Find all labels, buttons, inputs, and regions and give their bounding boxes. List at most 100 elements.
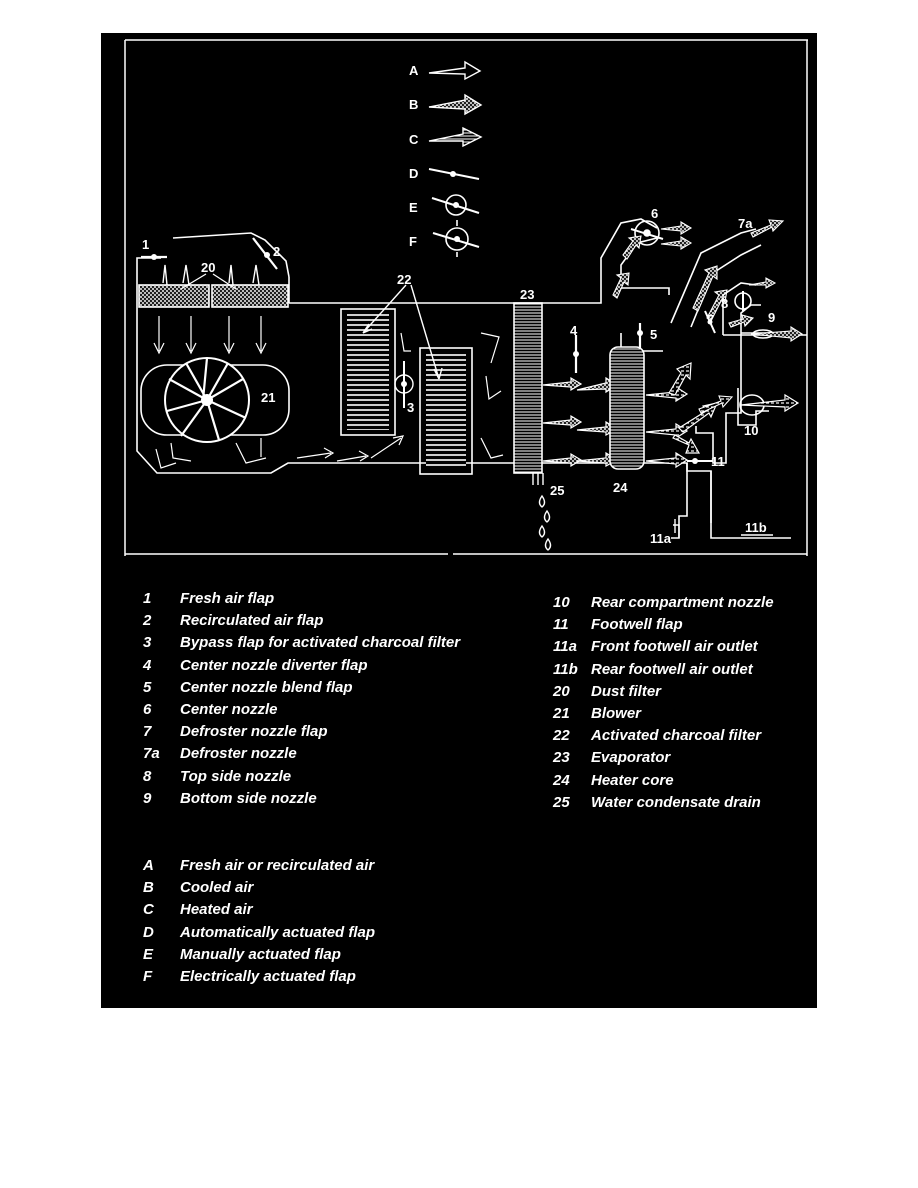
legend-number: 11a [553,638,577,656]
callout-10: 10 [744,423,758,438]
legend-row: 7a Defroster nozzle [139,743,460,765]
symbol-key: A B C D E F [409,63,419,249]
symbol-key-c: C [409,132,419,147]
legend-label: Center nozzle [180,701,278,719]
legend-number: 3 [143,634,152,652]
legend-label: Footwell flap [591,616,683,634]
legend-label: Evaporator [591,749,671,767]
rear-nozzle-air-arrow [698,395,734,414]
legend-label: Bypass flap for activated charcoal filte… [180,634,461,652]
legend-number: 5 [143,678,152,696]
legend-symbol-key: C [143,901,154,919]
mid-flow-arrows [296,332,504,462]
symbol-key-a: A [409,63,419,78]
callout-1: 1 [142,237,149,252]
charcoal-filter-22b [419,347,473,475]
callout-22: 22 [397,272,411,287]
recirculated-air-flap-2 [252,237,278,270]
evaporator-23 [513,302,543,474]
legend-number: 8 [143,767,152,785]
legend-label: Manually actuated flap [180,945,341,963]
legend-label: Cooled air [180,879,254,897]
legend-label: Fresh air flap [180,590,275,607]
callout-9: 9 [768,310,775,325]
legend-row: 11b Rear footwell air outlet [553,659,774,681]
top-side-nozzle-8 [722,282,761,335]
electric-flap-icon [432,220,480,257]
callout-5: 5 [650,327,657,342]
legend-number: 11b [553,660,578,678]
callout-20: 20 [201,260,215,275]
charcoal-filter-22a [340,308,396,436]
cooled-arrow-icon [428,93,483,116]
outline-arrow-icon [428,60,482,81]
intake-flow-arrows [153,316,267,469]
symbol-key-f: F [409,234,417,249]
callout-25: 25 [550,483,564,498]
callout-22-leaders [362,284,443,380]
legend-number: 6 [143,701,152,719]
cooled-air-arrows [542,376,619,468]
callout-8: 8 [721,296,728,311]
callout-11a: 11a [650,531,672,546]
legend-number: 24 [553,771,570,789]
defroster-nozzle-flap-7 [704,310,716,334]
callout-2: 2 [273,244,280,259]
callout-11: 11 [711,454,725,469]
legend-number: 7a [143,745,160,763]
blower-21 [140,357,290,443]
legend-label: Defroster nozzle [180,745,297,763]
diagram-frame [124,39,808,556]
heated-air-arrows [645,362,719,469]
callout-3: 3 [407,400,414,415]
legend-label: Electrically actuated flap [180,968,356,986]
water-condensate-drain-25 [532,473,552,551]
legend-number: 7 [143,723,152,741]
dust-filter-20 [138,264,289,308]
legend-label: Heater core [591,771,674,789]
legend-label: Bottom side nozzle [180,789,317,807]
legend-number: 20 [553,682,570,700]
legend-label: Front footwell air outlet [591,638,758,656]
legend-row: 24 Heater core [553,770,774,792]
bypass-flap-3 [394,361,414,408]
legend-row: 3 Bypass flap for activated charcoal filt… [139,632,460,654]
legend-label: Recirculated air flap [180,612,324,630]
legend-label: Rear footwell air outlet [591,660,753,678]
center-nozzle-diverter-flap-4 [573,335,579,373]
legend-row: F Electrically actuated flap [139,966,375,988]
legend-label: Rear compartment nozzle [591,594,774,611]
top-side-air-arrows [728,277,777,328]
defroster-air-arrows [692,219,785,322]
callout-21: 21 [261,390,275,405]
legend-symbol-key: A [143,857,154,874]
symbol-key-b: B [409,97,418,112]
legend-label: Defroster nozzle flap [180,723,328,741]
legend-label: Water condensate drain [591,793,761,811]
legend-label: Top side nozzle [180,767,292,785]
callout-7a: 7a [738,216,753,231]
callout-6: 6 [651,206,658,221]
center-nozzle-blend-flap-5 [637,323,643,348]
fresh-air-flap-1 [141,254,167,260]
legend-label: Blower [591,705,642,723]
legend-symbol-key: F [143,968,153,986]
callout-20-leaders [180,273,237,290]
callout-7: 7 [707,312,714,327]
legend-symbol-key: E [143,945,154,963]
legend-number: 2 [143,612,152,630]
legend-symbol-key: D [143,923,154,941]
legend-label: Activated charcoal filter [591,727,762,745]
climate-control-airflow-diagram: A B C D E F [124,39,808,556]
legend-row: 11a Front footwell air outlet [553,636,774,658]
